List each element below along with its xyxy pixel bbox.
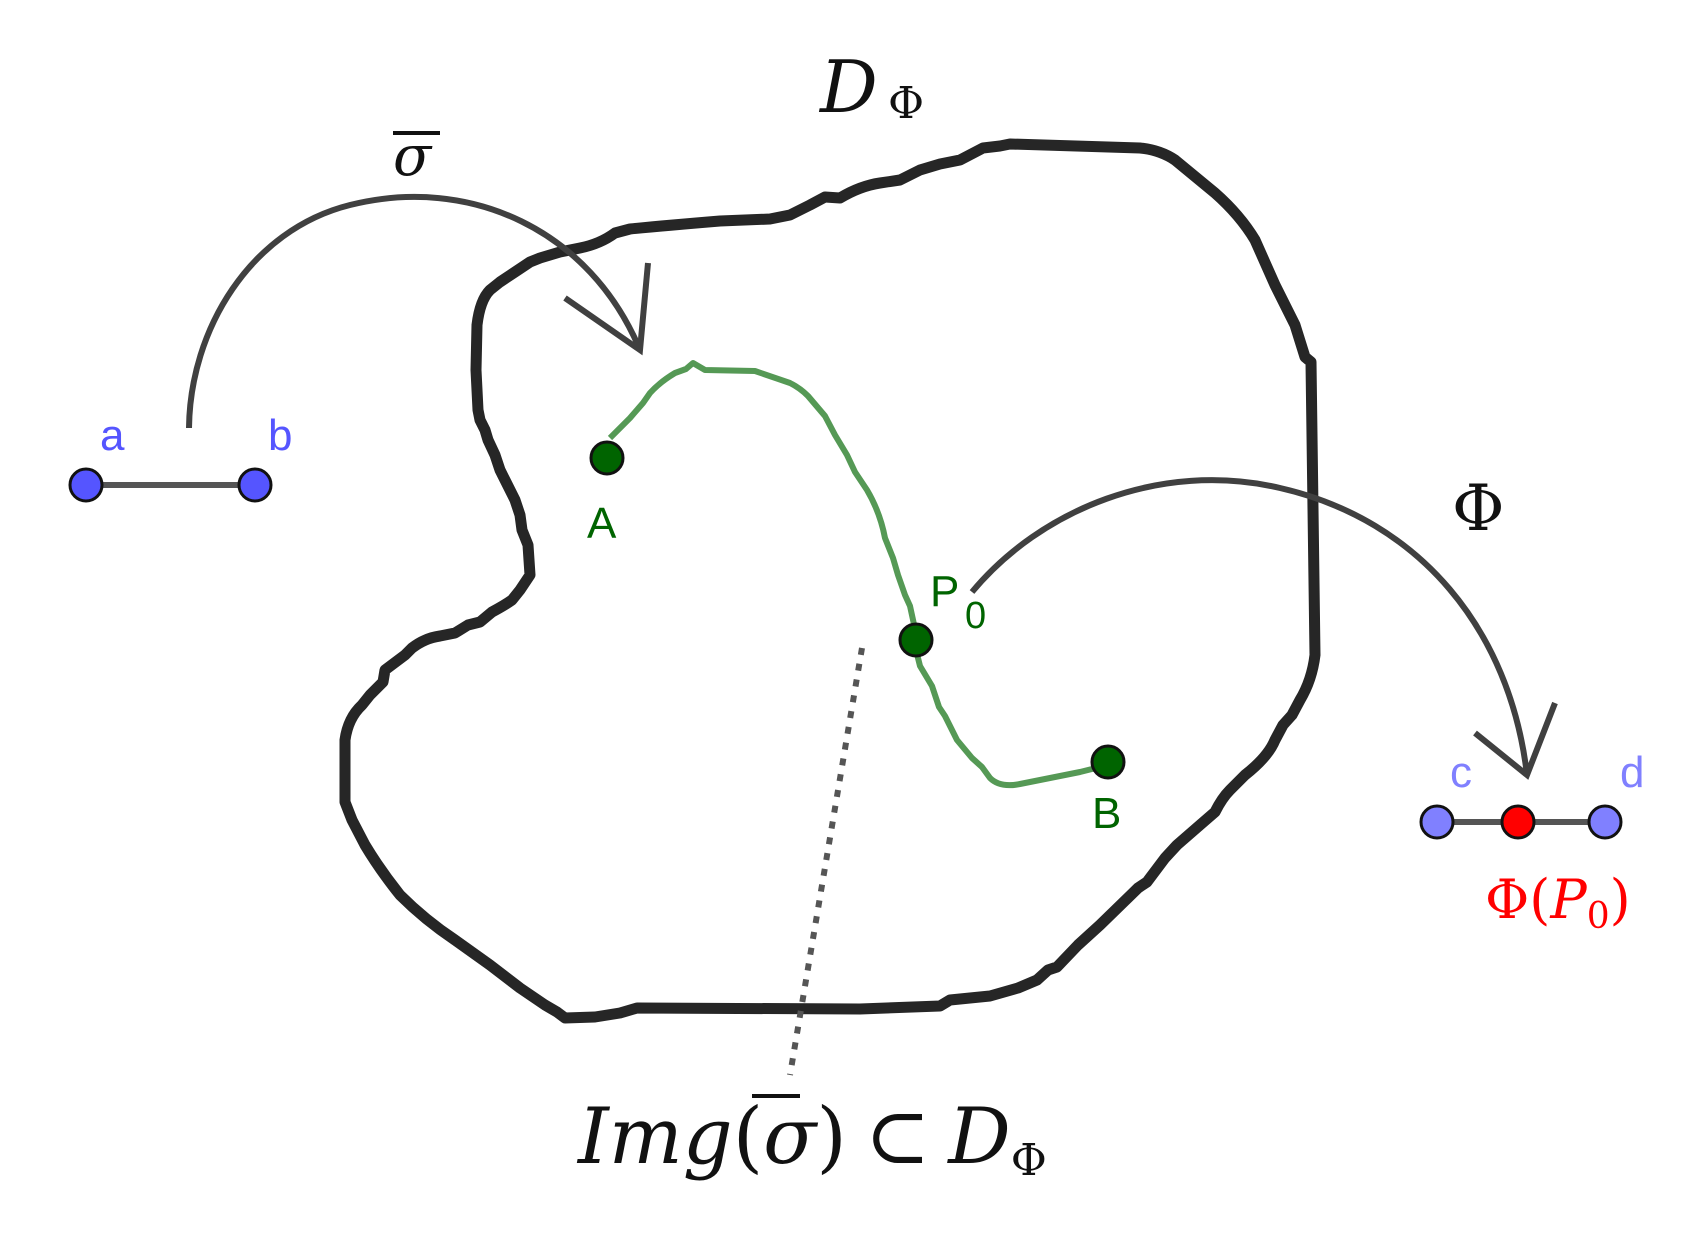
sigma-bar-arrowhead xyxy=(563,262,651,356)
label-A: A xyxy=(587,499,617,548)
label-phi-p0-P: P xyxy=(1549,868,1588,931)
label-P0-subscript: 0 xyxy=(965,595,986,637)
label-c: c xyxy=(1450,748,1472,797)
region-boundary xyxy=(339,138,1321,1024)
label-D-phi-subscript: Φ xyxy=(888,78,924,129)
label-img-subset: ⊂ xyxy=(865,1092,930,1182)
label-phi-p0: Φ(P0) xyxy=(1485,868,1631,937)
label-D-phi-letter: D xyxy=(818,45,878,129)
label-P0-letter: P xyxy=(930,567,959,616)
label-img-sigma: σ xyxy=(763,1092,818,1182)
sigma-bar-arrow-arc xyxy=(186,194,643,429)
point-b[interactable] xyxy=(237,467,273,503)
label-image-subset: Img(σ)⊂DΦ xyxy=(576,1092,1047,1186)
label-img-close: ) xyxy=(816,1092,846,1182)
label-img-open: ( xyxy=(733,1092,763,1182)
label-b: b xyxy=(268,411,292,460)
label-d: d xyxy=(1620,748,1644,797)
label-phi-p0-close: ) xyxy=(1610,868,1631,931)
phi-arrowhead xyxy=(1473,701,1558,780)
label-sigma-bar: σ xyxy=(393,124,433,189)
point-P0[interactable] xyxy=(898,622,934,658)
label-Phi: Φ xyxy=(1452,472,1504,546)
point-phi-p0[interactable] xyxy=(1500,804,1536,840)
point-d[interactable] xyxy=(1587,804,1623,840)
point-c[interactable] xyxy=(1419,804,1455,840)
label-phi-p0-open: ( xyxy=(1529,868,1550,931)
label-img-D-subscript: Φ xyxy=(1011,1135,1047,1186)
label-img: Img xyxy=(576,1092,733,1182)
phi-arrow-arc xyxy=(969,477,1530,776)
label-phi-p0-subscript: 0 xyxy=(1587,896,1610,937)
label-B: B xyxy=(1092,789,1121,838)
point-A[interactable] xyxy=(589,440,625,476)
label-img-D: D xyxy=(946,1092,1011,1182)
label-a: a xyxy=(100,411,125,460)
label-phi-p0-phi: Φ xyxy=(1485,868,1529,931)
point-B[interactable] xyxy=(1090,744,1126,780)
sigma-bar-curve xyxy=(607,360,1109,789)
point-a[interactable] xyxy=(68,467,104,503)
